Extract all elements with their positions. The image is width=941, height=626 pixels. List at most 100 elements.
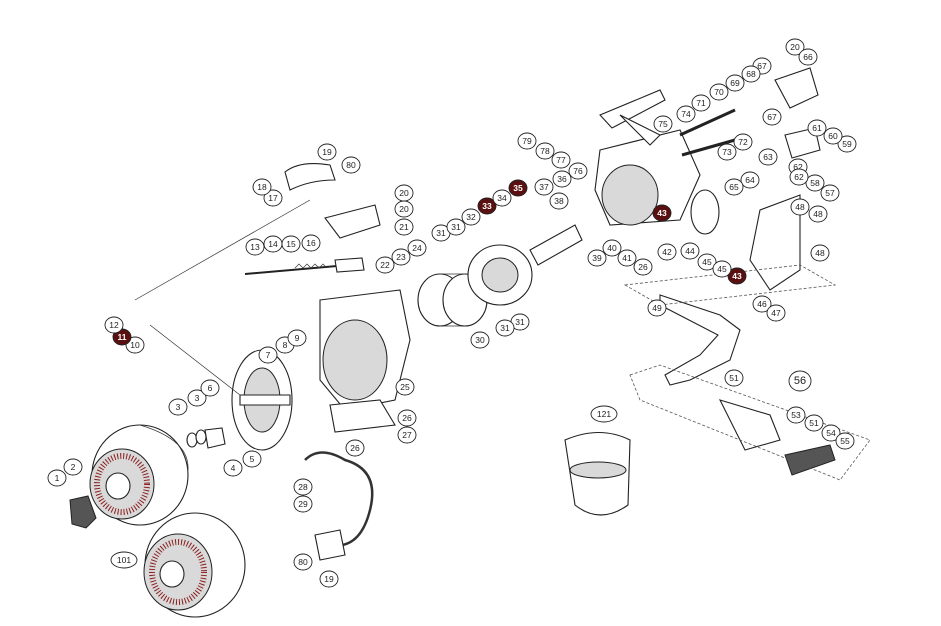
callout-number: 48 [795, 202, 805, 212]
callout-number: 32 [466, 212, 476, 222]
callout-41: 41 [617, 249, 637, 267]
callout-121: 121 [590, 405, 618, 423]
callout-39: 39 [587, 249, 607, 267]
callout-58: 58 [805, 174, 825, 192]
callout-number: 14 [268, 239, 278, 249]
callout-31: 31 [495, 319, 515, 337]
callout-bubble [807, 119, 827, 137]
callout-26: 26 [345, 439, 365, 457]
body-guide-line [134, 199, 311, 301]
callout-number: 49 [652, 303, 662, 313]
callout-18: 18 [252, 178, 272, 196]
callout-number: 19 [324, 574, 334, 584]
callout-number: 46 [757, 299, 767, 309]
callout-bubble [790, 198, 810, 216]
callout-bubble [110, 551, 138, 569]
callout-46: 46 [752, 295, 772, 313]
pinion [529, 224, 583, 266]
callout-number: 59 [842, 139, 852, 149]
reel-body [319, 289, 411, 433]
callout-number: 67 [767, 112, 777, 122]
callout-3: 3 [187, 389, 207, 407]
callout-10: 10 [125, 336, 145, 354]
callout-bubble [252, 178, 272, 196]
stopper-assembly [784, 127, 821, 159]
callout-number: 17 [268, 193, 278, 203]
callout-bubble [709, 83, 729, 101]
trip-lever-assembly [244, 257, 365, 275]
callout-number: 15 [286, 239, 296, 249]
callout-number: 51 [729, 373, 739, 383]
callout-bubble [725, 74, 745, 92]
callout-number: 9 [295, 333, 300, 343]
callout-bubble [691, 94, 711, 112]
callout-number: 43 [732, 271, 742, 281]
callout-62: 62 [789, 168, 809, 186]
callout-7: 7 [258, 346, 278, 364]
callout-bubble [263, 189, 283, 207]
callout-45: 45 [712, 260, 732, 278]
callout-21: 21 [394, 218, 414, 236]
callout-bubble [789, 168, 809, 186]
callout-bubble [461, 208, 481, 226]
callout-bubble [788, 370, 812, 392]
callout-43: 43 [652, 204, 672, 222]
callout-30: 30 [470, 331, 490, 349]
callout-49: 49 [647, 299, 667, 317]
callout-bubble [821, 424, 841, 442]
callout-20: 20 [785, 38, 805, 56]
callout-number: 68 [746, 69, 756, 79]
callout-bubble [397, 409, 417, 427]
callout-bubble [495, 319, 515, 337]
callout-number: 35 [513, 183, 523, 193]
callout-bubble [534, 178, 554, 196]
callout-number: 3 [176, 402, 181, 412]
callout-35: 35 [508, 179, 528, 197]
callout-40: 40 [602, 239, 622, 257]
callout-number: 75 [658, 119, 668, 129]
callout-78: 78 [535, 142, 555, 160]
callout-3: 3 [168, 398, 188, 416]
callout-55: 55 [835, 432, 855, 450]
callout-number: 57 [825, 188, 835, 198]
callout-number: 26 [638, 262, 648, 272]
bail-wire [304, 451, 374, 547]
bearing-plate [467, 244, 533, 306]
callout-number: 80 [346, 160, 356, 170]
callout-number: 4 [231, 463, 236, 473]
callout-48: 48 [810, 244, 830, 262]
handle [659, 294, 836, 476]
callout-12: 12 [104, 316, 124, 334]
callout-number: 21 [399, 222, 409, 232]
callout-number: 66 [803, 52, 813, 62]
callout-number: 45 [717, 264, 727, 274]
callout-bubble [568, 162, 588, 180]
callout-number: 22 [380, 260, 390, 270]
spool-spare [143, 512, 246, 618]
callout-bubble [740, 171, 760, 189]
callout-number: 65 [729, 182, 739, 192]
callout-number: 43 [657, 208, 667, 218]
callout-14: 14 [263, 235, 283, 253]
oscillation-rod [679, 108, 736, 137]
callout-16: 16 [301, 234, 321, 252]
callout-bubble [823, 127, 843, 145]
callout-17: 17 [263, 189, 283, 207]
callout-2: 2 [63, 458, 83, 476]
callout-number: 10 [130, 340, 140, 350]
callout-27: 27 [397, 426, 417, 444]
callout-bubble [653, 115, 673, 133]
callout-number: 76 [573, 166, 583, 176]
callout-bubble [293, 553, 313, 571]
callout-29: 29 [293, 495, 313, 513]
callout-68: 68 [741, 65, 761, 83]
callout-71: 71 [691, 94, 711, 112]
callout-22: 22 [375, 256, 395, 274]
callout-bubble [808, 205, 828, 223]
callout-number: 20 [399, 204, 409, 214]
callout-bubble [258, 346, 278, 364]
callout-number: 5 [250, 454, 255, 464]
callout-26: 26 [633, 258, 653, 276]
